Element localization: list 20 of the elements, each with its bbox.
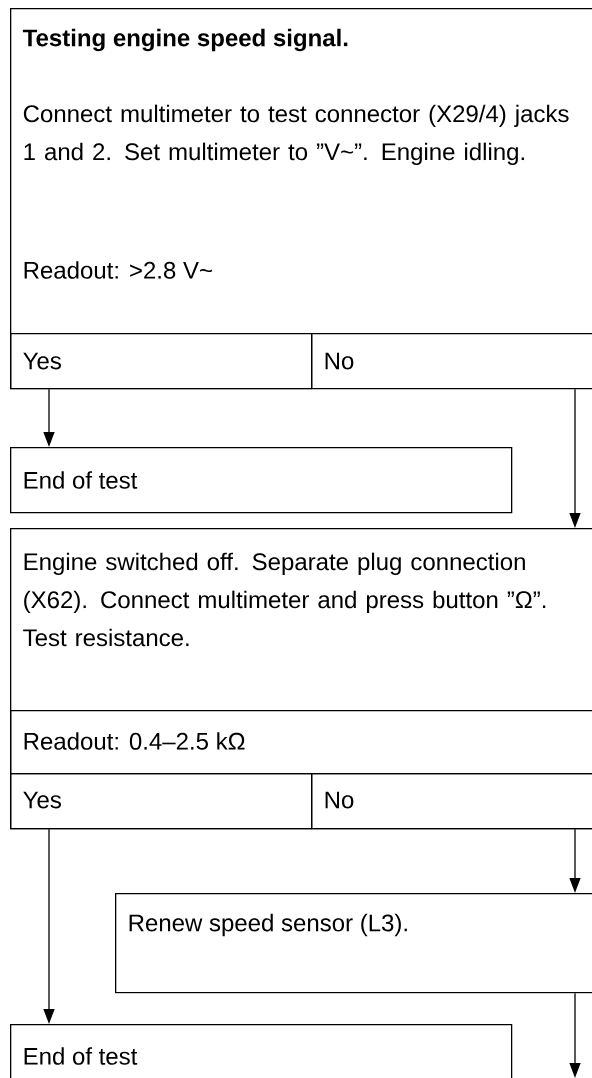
label-text: Yes — [23, 352, 61, 370]
answer-cell — [311, 773, 592, 830]
label-text: No — [325, 352, 354, 370]
answer-cell — [10, 333, 313, 390]
label-text: Readout: >2.8 V~ — [24, 261, 212, 279]
label-text: Renew speed sensor (L3). — [129, 913, 407, 937]
heading-text: Testing engine speed signal. — [22, 28, 348, 52]
label-text: End of test — [24, 1047, 138, 1065]
instruction-text: Connect multimeter to test connector (X29/4) jacks 1 and 2. Set multimeter to ”V~”. Engine idling. — [23, 104, 569, 166]
label-text: End of test — [24, 471, 138, 489]
readout-text: Readout: 0.4–2.5 kΩ — [24, 732, 245, 750]
answer-cell — [311, 333, 592, 390]
end-box — [10, 447, 513, 514]
label-text: Yes — [23, 791, 61, 809]
answer-cell — [10, 773, 313, 830]
instruction-text: Engine switched off. Separate plug connection (X62). Connect multimeter and press button ”Ω”. Test resistance. — [23, 552, 546, 647]
action-box — [115, 893, 592, 994]
end-box — [10, 1024, 513, 1078]
label-text: No — [325, 791, 354, 809]
readout-cell — [10, 710, 592, 775]
